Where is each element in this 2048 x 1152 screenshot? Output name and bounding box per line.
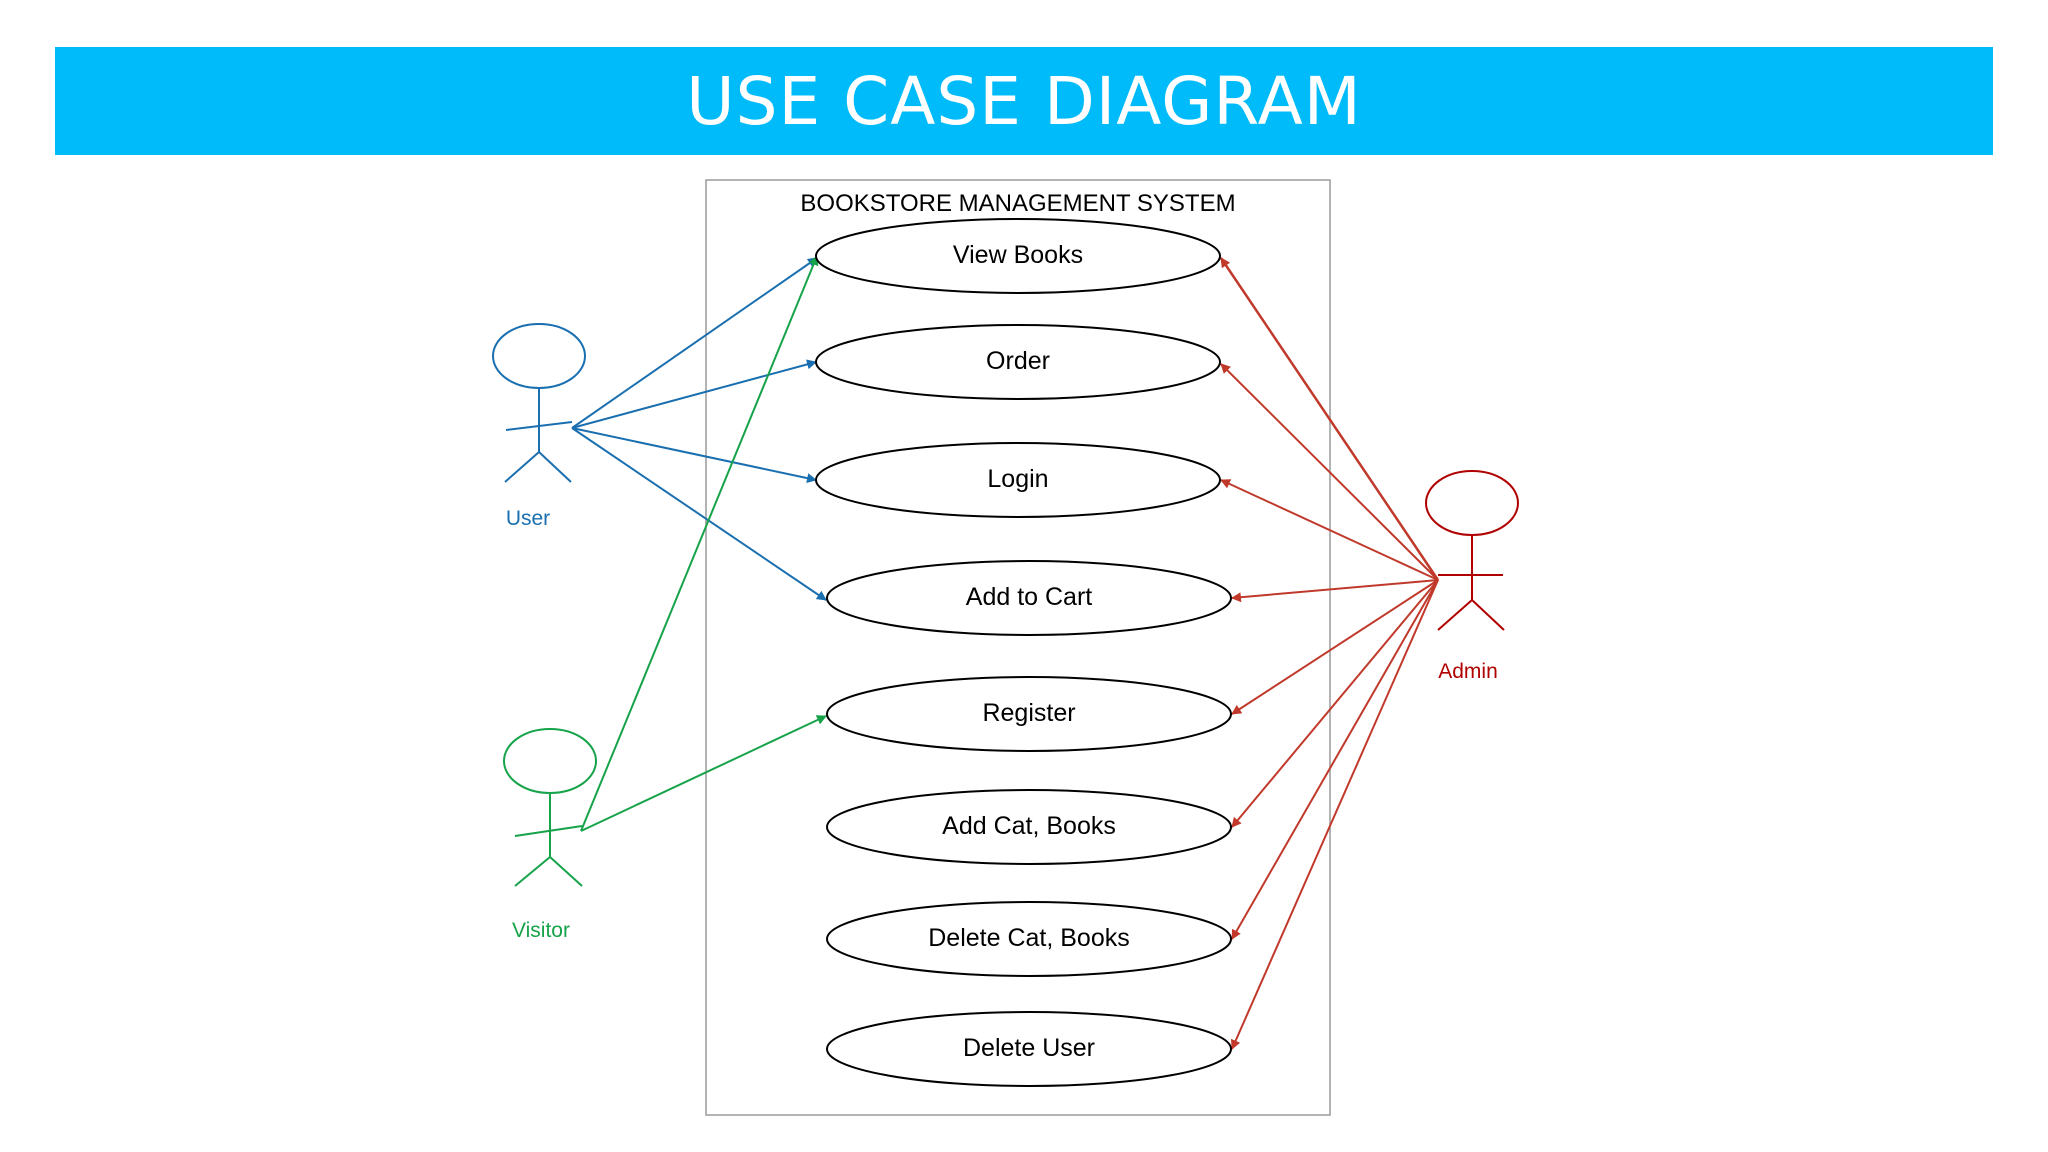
association-admin-add-cat-books bbox=[1231, 579, 1439, 828]
use-case-label: Order bbox=[986, 347, 1050, 375]
actor-label-admin: Admin bbox=[1438, 660, 1498, 683]
use-case-register[interactable]: Register bbox=[826, 676, 1232, 752]
system-boundary bbox=[705, 179, 1331, 1116]
actor-label-user: User bbox=[506, 507, 550, 530]
actor-head bbox=[1425, 470, 1519, 536]
association-user-order bbox=[571, 359, 817, 429]
actor-head bbox=[492, 323, 586, 389]
association-user-add-to-cart bbox=[571, 427, 827, 601]
actor-visitor[interactable]: Visitor bbox=[503, 728, 597, 942]
system-label: BOOKSTORE MANAGEMENT SYSTEM bbox=[800, 190, 1235, 217]
use-case-add-cat-books[interactable]: Add Cat, Books bbox=[826, 789, 1232, 865]
association-visitor-view-books bbox=[580, 255, 819, 832]
use-case-label: Register bbox=[982, 699, 1075, 727]
association-visitor-register bbox=[580, 715, 827, 832]
actor-head bbox=[503, 728, 597, 794]
use-case-label: Add to Cart bbox=[966, 583, 1093, 611]
actor-user[interactable]: User bbox=[492, 323, 586, 530]
association-admin-login bbox=[1220, 479, 1439, 581]
association-user-view-books bbox=[571, 257, 818, 429]
page-title: USE CASE DIAGRAM bbox=[686, 62, 1362, 140]
use-case-label: Login bbox=[987, 465, 1048, 493]
association-admin-view-books bbox=[1219, 257, 1440, 581]
use-case-label: Add Cat, Books bbox=[942, 812, 1116, 840]
associations bbox=[571, 255, 1440, 1050]
use-case-login[interactable]: Login bbox=[815, 442, 1221, 518]
association-admin-register bbox=[1231, 579, 1439, 715]
actor-admin[interactable]: Admin bbox=[1425, 470, 1519, 683]
association-admin-add-to-cart bbox=[1231, 579, 1439, 603]
use-cases: View Books Order Login Add to Cart Regis… bbox=[815, 218, 1232, 1087]
use-case-add-to-cart[interactable]: Add to Cart bbox=[826, 560, 1232, 636]
association-admin-order bbox=[1220, 363, 1439, 581]
association-user-login bbox=[571, 427, 817, 484]
use-case-delete-user[interactable]: Delete User bbox=[826, 1011, 1232, 1087]
association-admin-delete-cat-books bbox=[1231, 579, 1439, 940]
use-case-view-books[interactable]: View Books bbox=[815, 218, 1221, 294]
association-admin-delete-user bbox=[1231, 579, 1439, 1050]
use-case-label: Delete User bbox=[963, 1034, 1095, 1062]
use-case-label: View Books bbox=[953, 241, 1083, 269]
title-banner: USE CASE DIAGRAM bbox=[55, 47, 1993, 155]
use-case-label: Delete Cat, Books bbox=[928, 924, 1130, 952]
use-case-delete-cat-books[interactable]: Delete Cat, Books bbox=[826, 901, 1232, 977]
actor-label-visitor: Visitor bbox=[512, 919, 570, 942]
use-case-order[interactable]: Order bbox=[815, 324, 1221, 400]
